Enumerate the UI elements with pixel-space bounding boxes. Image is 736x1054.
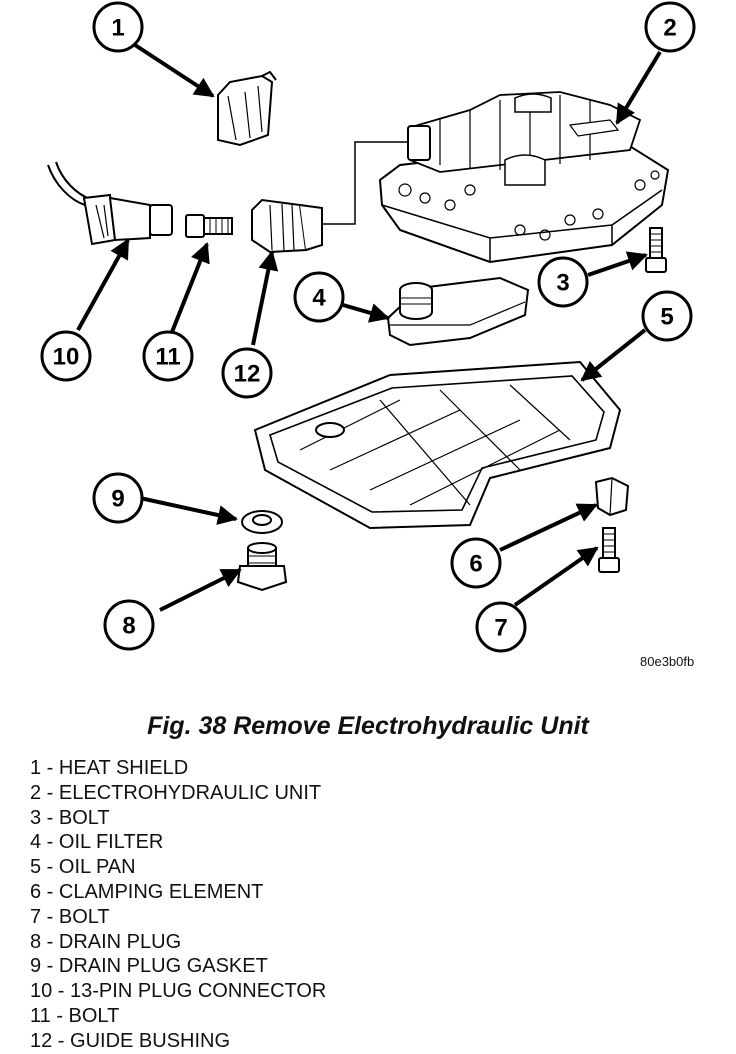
legend-item: 6 - CLAMPING ELEMENT	[30, 880, 264, 903]
callout-3: 3	[556, 270, 569, 297]
callout-5: 5	[660, 304, 673, 331]
figure-code: 80e3b0fb	[640, 654, 695, 669]
callout-12: 12	[234, 361, 261, 388]
electrohydraulic-unit-part	[378, 91, 670, 264]
legend-item: 3 - BOLT	[30, 806, 110, 829]
callout-8: 8	[122, 613, 135, 640]
legend-item: 12 - GUIDE BUSHING	[30, 1029, 231, 1052]
guide-bushing-part	[251, 198, 323, 254]
drain-plug-gasket-part	[241, 510, 283, 534]
plug-connector-part	[47, 161, 173, 246]
oil-pan-part	[253, 360, 622, 530]
legend-item: 2 - ELECTROHYDRAULIC UNIT	[30, 781, 322, 804]
guide-line	[322, 141, 408, 225]
bolt-11-part	[185, 214, 233, 238]
heat-shield-part	[217, 70, 277, 147]
callout-7: 7	[494, 615, 507, 642]
legend-item: 8 - DRAIN PLUG	[30, 930, 182, 953]
callout-2: 2	[663, 15, 676, 42]
callout-4: 4	[312, 285, 326, 312]
bolt-7-part	[598, 527, 620, 573]
legend-item: 11 - BOLT	[30, 1004, 120, 1027]
legend-item: 7 - BOLT	[30, 905, 110, 928]
callout-10: 10	[53, 344, 80, 371]
legend-item: 1 - HEAT SHIELD	[30, 757, 189, 779]
clamping-element-part	[594, 476, 630, 517]
legend-item: 4 - OIL FILTER	[30, 831, 164, 854]
callout-6: 6	[469, 551, 482, 578]
exploded-view-diagram: 1 2 3 4 5 6 7 8 9 10 11 12	[40, 1, 696, 653]
drain-plug-part	[236, 542, 288, 592]
bolt-3-part	[645, 227, 667, 273]
callout-11: 11	[155, 344, 180, 371]
oil-filter-part	[386, 276, 530, 347]
leader-lines	[76, 43, 662, 612]
figure-caption: Fig. 38 Remove Electrohydraulic Unit	[147, 712, 589, 740]
legend-item: 9 - DRAIN PLUG GASKET	[30, 955, 268, 978]
callout-9: 9	[111, 486, 124, 513]
legend-item: 10 - 13-PIN PLUG CONNECTOR	[30, 980, 327, 1003]
callout-1: 1	[111, 15, 124, 42]
callout-circles	[40, 1, 696, 653]
parts-legend: 1 - HEAT SHIELD 2 - ELECTROHYDRAULIC UNI…	[30, 756, 326, 1054]
legend-item: 5 - OIL PAN	[30, 856, 136, 879]
